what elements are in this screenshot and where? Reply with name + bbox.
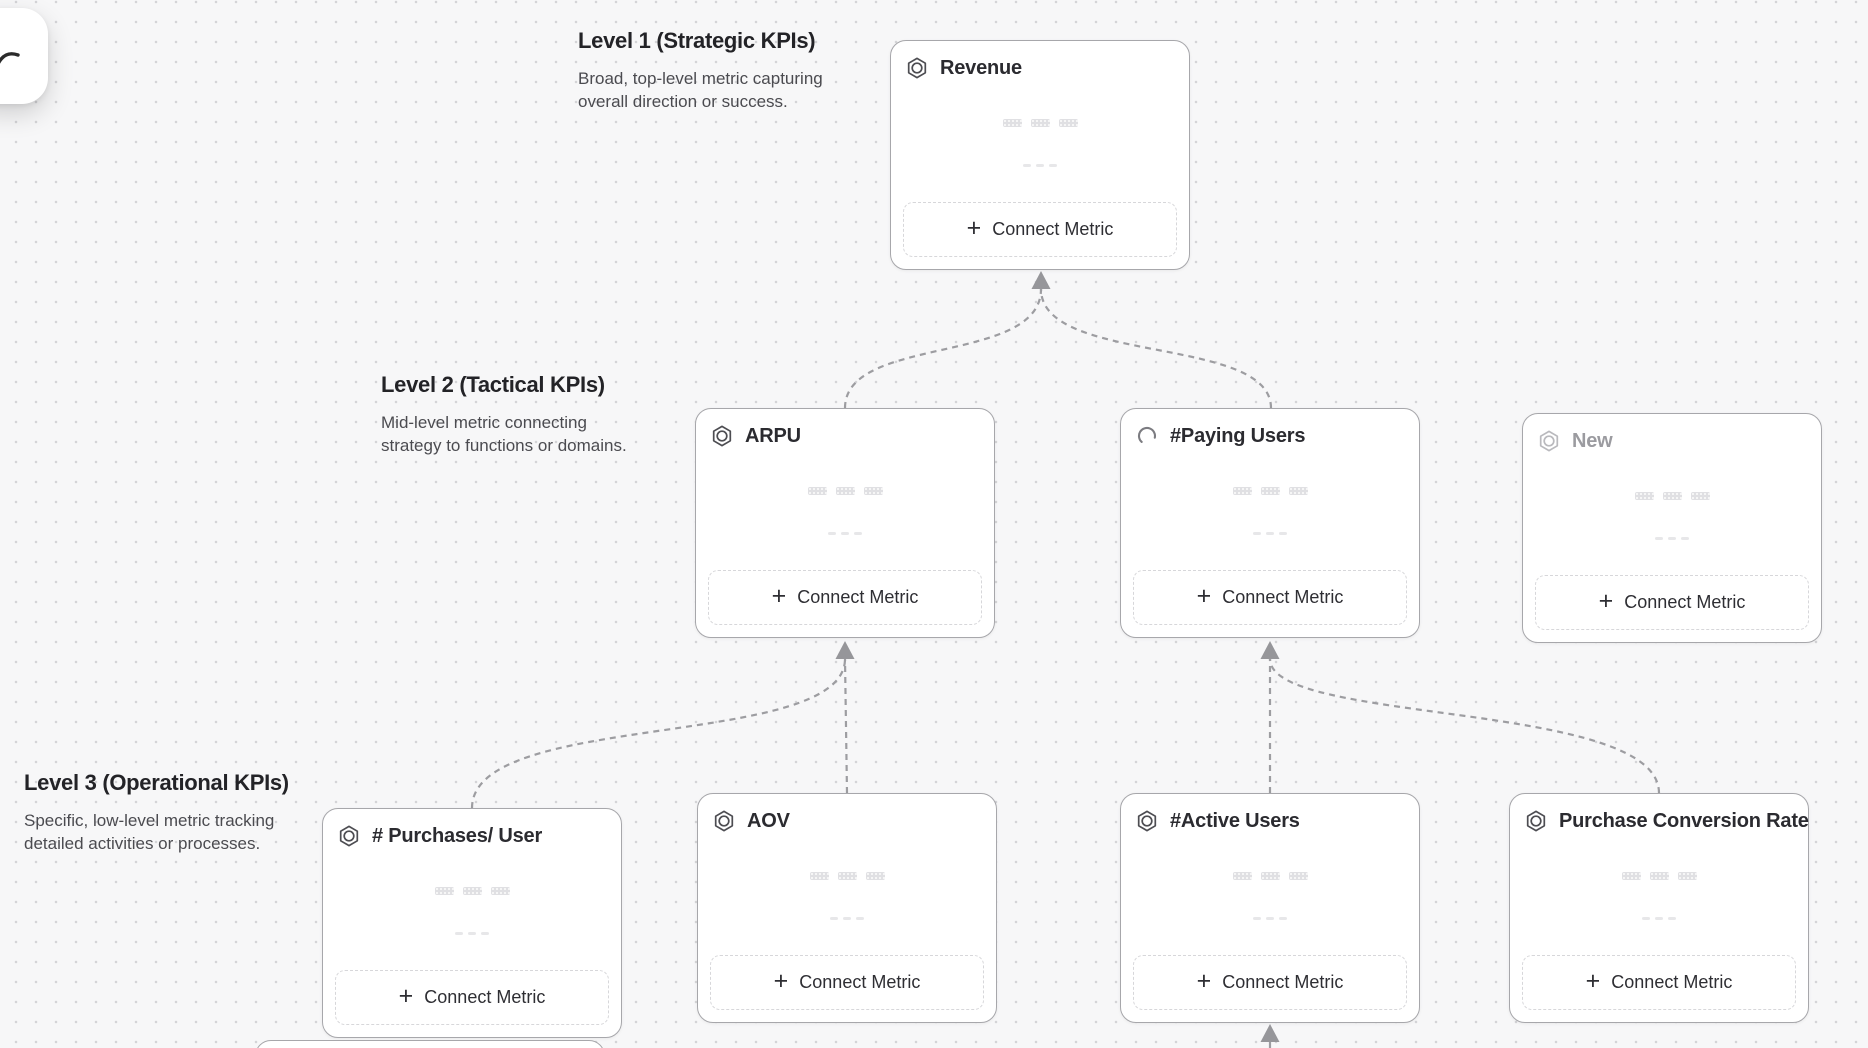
arrowhead-into-revenue — [1031, 271, 1051, 289]
metric-card-title: Revenue — [940, 56, 1022, 79]
metric-placeholder — [696, 487, 994, 535]
metric-placeholder — [698, 872, 996, 920]
metric-card-title: # Purchases/ User — [372, 824, 543, 847]
level-2-label: Level 2 (Tactical KPIs) Mid-level metric… — [381, 372, 627, 457]
metric-placeholder — [1121, 872, 1419, 920]
edge-pcr-payingusers — [1268, 658, 1661, 794]
level-1-title: Level 1 (Strategic KPIs) — [578, 28, 816, 53]
cursor-stroke-icon — [0, 52, 20, 64]
edge-payingusers-revenue — [1039, 288, 1273, 409]
metric-card-paying-users[interactable]: #Paying Users + Connect Metric — [1120, 408, 1420, 638]
edge-arpu-revenue — [843, 288, 1043, 409]
metric-card-partial-bottom[interactable] — [255, 1040, 605, 1048]
metric-placeholder — [1523, 492, 1821, 540]
connect-metric-button[interactable]: + Connect Metric — [903, 202, 1177, 257]
loading-spinner-icon — [1135, 424, 1159, 448]
metric-card-title: New — [1572, 429, 1613, 452]
metric-placeholder — [1121, 487, 1419, 535]
metric-card-purchases-per-user[interactable]: # Purchases/ User + Connect Metric — [322, 808, 622, 1038]
connect-metric-label: Connect Metric — [797, 587, 919, 607]
metric-card-title: ARPU — [745, 424, 801, 447]
metric-placeholder — [1510, 872, 1808, 920]
connect-metric-label: Connect Metric — [1611, 972, 1733, 992]
metric-card-active-users[interactable]: #Active Users + Connect Metric — [1120, 793, 1420, 1023]
metric-placeholder — [891, 119, 1189, 167]
connect-metric-label: Connect Metric — [1222, 972, 1344, 992]
metric-hexagon-icon — [1537, 429, 1561, 453]
level-3-description: Specific, low-level metric tracking deta… — [24, 811, 275, 853]
connect-metric-label: Connect Metric — [424, 987, 546, 1007]
level-1-label: Level 1 (Strategic KPIs) Broad, top-leve… — [578, 28, 823, 113]
level-2-title: Level 2 (Tactical KPIs) — [381, 372, 605, 397]
metric-card-title: AOV — [747, 809, 790, 832]
plus-icon: + — [1585, 966, 1601, 995]
level-2-description: Mid-level metric connecting strategy to … — [381, 413, 627, 455]
plus-icon: + — [398, 981, 414, 1010]
level-1-description: Broad, top-level metric capturing overal… — [578, 69, 823, 111]
connect-metric-button[interactable]: + Connect Metric — [1133, 570, 1407, 625]
edge-purchases-arpu — [470, 658, 847, 809]
metric-card-title: #Paying Users — [1170, 424, 1306, 447]
arrowhead-into-activeusers — [1260, 1024, 1280, 1042]
connect-metric-button[interactable]: + Connect Metric — [1522, 955, 1796, 1010]
connect-metric-label: Connect Metric — [1222, 587, 1344, 607]
level-3-title: Level 3 (Operational KPIs) — [24, 770, 289, 795]
arrowhead-into-arpu — [835, 641, 855, 659]
connect-metric-button[interactable]: + Connect Metric — [710, 955, 984, 1010]
arrowhead-into-payingusers — [1260, 641, 1280, 659]
metric-hexagon-icon — [337, 824, 361, 848]
metric-card-aov[interactable]: AOV + Connect Metric — [697, 793, 997, 1023]
metric-hexagon-icon — [712, 809, 736, 833]
plus-icon: + — [1196, 966, 1212, 995]
level-3-label: Level 3 (Operational KPIs) Specific, low… — [24, 770, 289, 855]
connect-metric-button[interactable]: + Connect Metric — [1133, 955, 1407, 1010]
metric-card-arpu[interactable]: ARPU + Connect Metric — [695, 408, 995, 638]
toolbar-panel-fragment[interactable] — [0, 8, 48, 104]
plus-icon: + — [773, 966, 789, 995]
connect-metric-button[interactable]: + Connect Metric — [335, 970, 609, 1025]
metric-hexagon-icon — [905, 56, 929, 80]
connect-metric-button[interactable]: + Connect Metric — [708, 570, 982, 625]
metric-hexagon-icon — [1135, 809, 1159, 833]
connect-metric-label: Connect Metric — [799, 972, 921, 992]
connect-metric-label: Connect Metric — [992, 219, 1114, 239]
metric-hexagon-icon — [1524, 809, 1548, 833]
connect-metric-button[interactable]: + Connect Metric — [1535, 575, 1809, 630]
metric-card-purchase-conversion-rate[interactable]: Purchase Conversion Rate + Connect Metri… — [1509, 793, 1809, 1023]
metric-card-new[interactable]: New + Connect Metric — [1522, 413, 1822, 643]
plus-icon: + — [1196, 581, 1212, 610]
metric-card-revenue[interactable]: Revenue + Connect Metric — [890, 40, 1190, 270]
metric-hexagon-icon — [710, 424, 734, 448]
plus-icon: + — [966, 213, 982, 242]
metric-placeholder — [323, 887, 621, 935]
metric-card-title: Purchase Conversion Rate — [1559, 809, 1809, 832]
connect-metric-label: Connect Metric — [1624, 592, 1746, 612]
plus-icon: + — [1598, 586, 1614, 615]
metric-card-title: #Active Users — [1170, 809, 1300, 832]
plus-icon: + — [771, 581, 787, 610]
edge-aov-arpu — [843, 658, 849, 794]
